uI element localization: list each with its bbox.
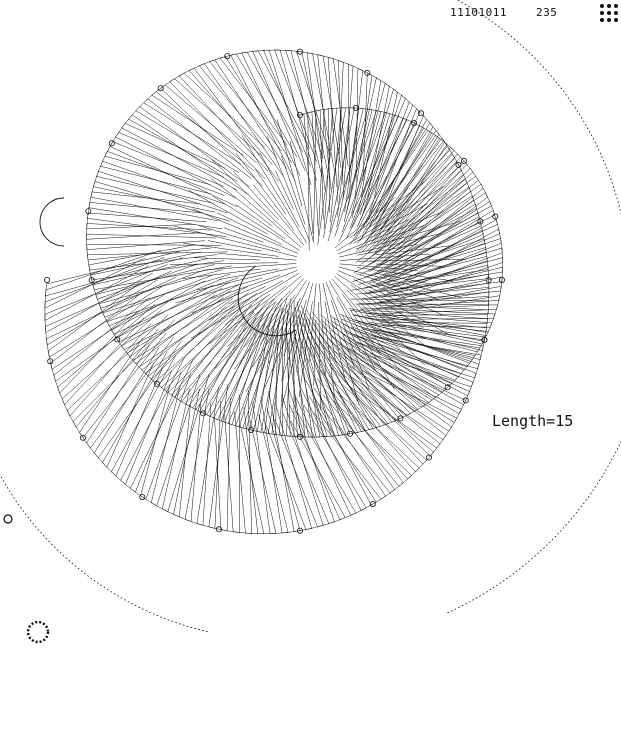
loose-marks	[4, 198, 296, 642]
side-loop-upper	[40, 198, 64, 246]
header-binary-code: 11101011	[450, 6, 507, 19]
spiral-tree	[0, 0, 621, 632]
length-label: Length=15	[492, 412, 573, 430]
dotted-ring	[28, 622, 48, 642]
header-number: 235	[536, 6, 557, 19]
corner-dots-icon	[598, 2, 620, 24]
small-open-circle	[4, 515, 12, 523]
